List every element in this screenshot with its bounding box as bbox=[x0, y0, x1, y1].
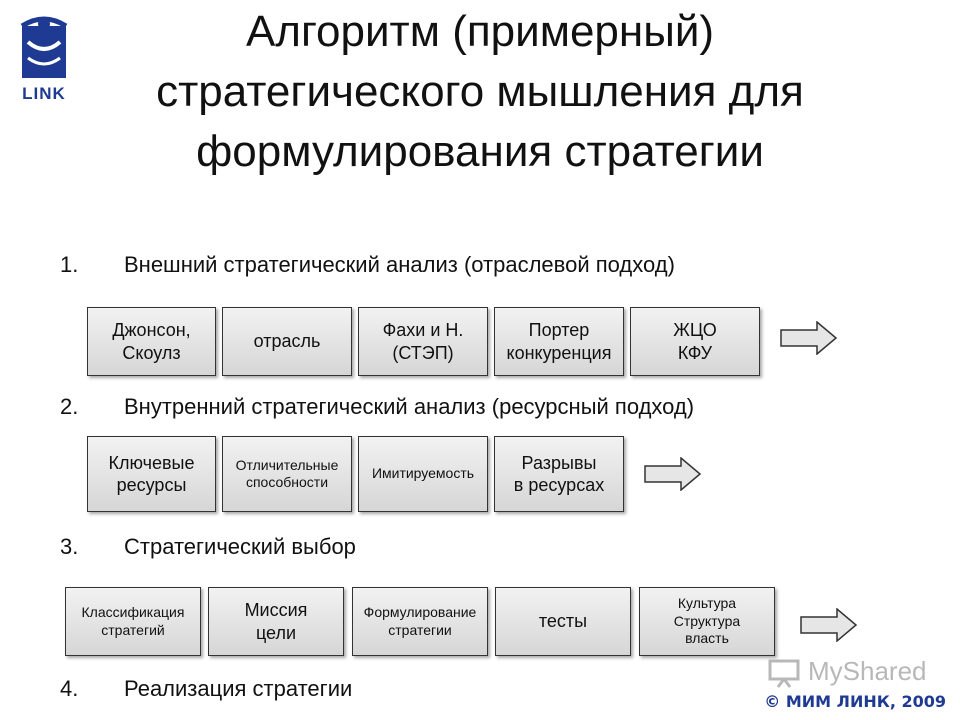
link-logo: LINK bbox=[14, 12, 74, 104]
step-text: Стратегический выбор bbox=[124, 534, 356, 559]
step-number: 2. bbox=[60, 394, 79, 419]
watermark: MyShared bbox=[768, 656, 948, 688]
box-lifecycle: ЖЦО КФУ bbox=[630, 307, 760, 376]
right-arrow-icon bbox=[644, 457, 702, 491]
box-imitability: Имитируемость bbox=[358, 436, 488, 512]
slide-title: Алгоритм (примерный) стратегического мыш… bbox=[80, 2, 880, 182]
step-number: 1. bbox=[60, 252, 79, 277]
box-strategy-classification: Классификация стратегий bbox=[65, 587, 201, 656]
box-fahey: Фахи и Н. (СТЭП) bbox=[358, 307, 488, 376]
title-line-1: Алгоритм (примерный) bbox=[245, 7, 715, 56]
step-number: 4. bbox=[60, 676, 79, 701]
step-number: 3. bbox=[60, 534, 79, 559]
right-arrow-icon bbox=[780, 321, 838, 355]
box-mission-goals: Миссия цели bbox=[208, 587, 344, 656]
step-text: Внутренний стратегический анализ (ресурс… bbox=[124, 394, 695, 419]
title-line-2: стратегического мышления для bbox=[156, 67, 804, 116]
right-arrow-icon bbox=[800, 608, 858, 642]
box-industry: отрасль bbox=[222, 307, 352, 376]
copyright-text: © МИМ ЛИНК, 2009 bbox=[764, 692, 946, 711]
box-tests: тесты bbox=[495, 587, 631, 656]
box-porter: Портер конкуренция bbox=[494, 307, 624, 376]
box-strategy-formulation: Формулирование стратегии bbox=[352, 587, 488, 656]
logo-text: LINK bbox=[22, 84, 66, 103]
title-line-3: формулирования стратегии bbox=[196, 127, 764, 176]
box-key-resources: Ключевые ресурсы bbox=[87, 436, 216, 512]
logo-emblem-icon bbox=[20, 16, 68, 78]
step-text: Реализация стратегии bbox=[124, 676, 353, 701]
box-culture-structure-power: Культура Структура власть bbox=[639, 587, 775, 656]
watermark-text: MyShared bbox=[808, 656, 927, 686]
box-distinctive-capabilities: Отличительные способности bbox=[222, 436, 352, 512]
presentation-icon bbox=[768, 659, 800, 688]
box-resource-gaps: Разрывы в ресурсах bbox=[494, 436, 624, 512]
step-text: Внешний стратегический анализ (отраслево… bbox=[124, 252, 675, 277]
box-johnson-scholes: Джонсон, Скоулз bbox=[87, 307, 216, 376]
